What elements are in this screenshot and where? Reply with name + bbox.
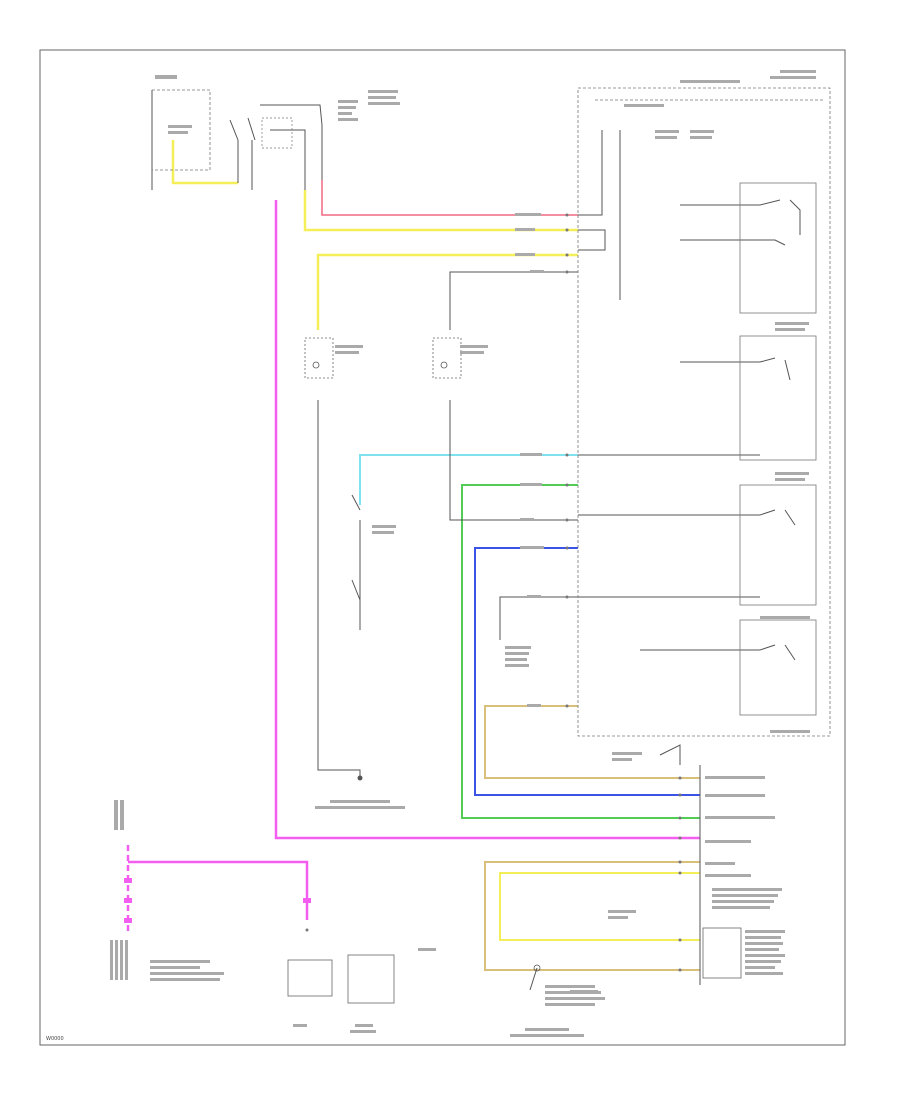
label-marks (110, 70, 816, 1037)
module-dashed-box (577, 87, 831, 737)
wire-tan-1 (484, 705, 700, 779)
relay-box-4 (739, 619, 817, 716)
ignition-switch (152, 89, 323, 171)
wire-yellow-top (171, 140, 238, 185)
wire-pink-main (274, 200, 700, 840)
wire-yellow-2 (316, 253, 578, 330)
gray-wires (151, 90, 606, 780)
switch-mid (351, 494, 363, 781)
bottom-connector-column (659, 744, 742, 985)
wire-yellow-1 (303, 190, 578, 232)
wire-pink-ground-bus (128, 860, 309, 920)
ground-markers (124, 878, 311, 923)
wire-green (461, 484, 700, 819)
wire-tan-3 (499, 872, 700, 941)
right-branch-wires (578, 130, 760, 651)
sensor-right (432, 337, 462, 379)
relay-box-3 (739, 484, 817, 606)
wire-tan-2 (484, 861, 700, 971)
corner-code: W0000 (46, 1036, 64, 1042)
diagram-frame (39, 49, 846, 1046)
wire-cyan (359, 454, 578, 505)
wire-red (321, 180, 578, 216)
relay-box-2 (739, 335, 817, 461)
sensor-left (304, 337, 334, 379)
connector-pins (305, 213, 682, 972)
relay-box-1 (739, 182, 817, 314)
bottom-left-components (287, 954, 541, 1004)
wire-blue (474, 547, 700, 796)
